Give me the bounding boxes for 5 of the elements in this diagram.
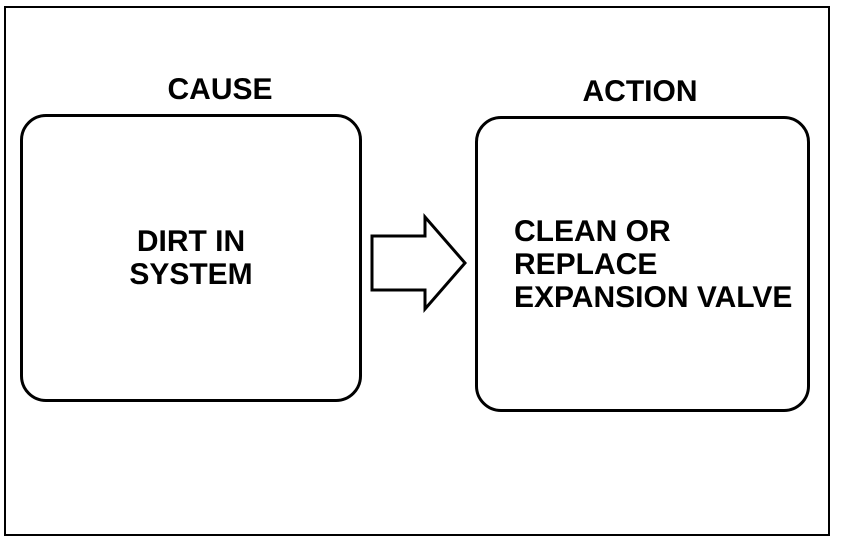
heading: ACTION — [582, 74, 698, 110]
heading: CAUSE — [166, 72, 274, 108]
box-text: DIRT IN SYSTEM — [128, 225, 254, 291]
box-text: CLEAN OR REPLACE EXPANSION VALVE — [514, 214, 794, 314]
block-arrow — [370, 212, 467, 314]
